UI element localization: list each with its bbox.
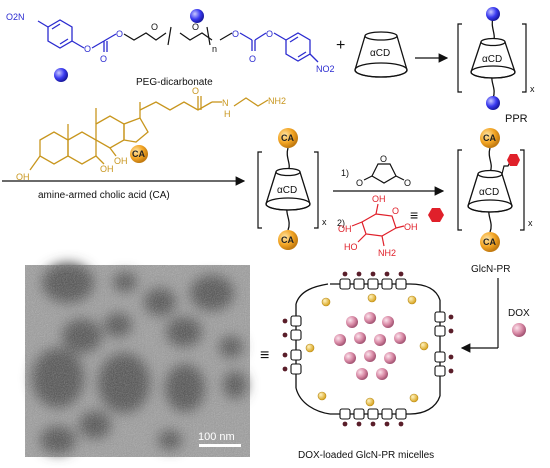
svg-text:OH: OH — [338, 224, 352, 234]
glucosamine-structure — [351, 203, 405, 247]
ppr-label: PPR — [505, 113, 528, 125]
equivalence-sign-tem: ≡ — [260, 347, 269, 364]
ca-badge-legend: CA — [130, 145, 148, 163]
dox-loading: DOX — [460, 278, 530, 353]
glcn-pendant-icon — [507, 154, 520, 166]
svg-text:NH2: NH2 — [268, 96, 286, 106]
no2-left-label: O2N — [6, 12, 25, 22]
svg-text:O: O — [356, 178, 363, 188]
svg-text:x: x — [528, 218, 533, 228]
svg-text:CA: CA — [483, 133, 496, 143]
svg-text:O: O — [404, 178, 411, 188]
peg-dicarbonate-label: PEG-dicarbonate — [136, 77, 213, 88]
svg-text:CA: CA — [132, 149, 145, 159]
alpha-cd-label: αCD — [370, 48, 390, 59]
svg-text:O: O — [232, 29, 239, 39]
svg-text:OH: OH — [372, 194, 386, 204]
svg-text:O: O — [100, 54, 107, 64]
peg-end-ball-bottom — [54, 68, 68, 82]
svg-text:NH2: NH2 — [378, 248, 396, 258]
peg-chain — [123, 26, 233, 46]
step-2-label: 2) — [337, 218, 345, 228]
glcn-pr-label: GlcN-PR — [471, 264, 510, 275]
svg-text:αCD: αCD — [482, 54, 502, 65]
peg-dicarbonate-structure — [37, 19, 117, 52]
svg-text:αCD: αCD — [277, 185, 297, 196]
svg-text:O: O — [116, 29, 123, 39]
svg-text:N: N — [222, 98, 229, 108]
svg-text:OH: OH — [100, 164, 114, 174]
ppr-end-ball-top — [486, 7, 500, 21]
svg-text:CA: CA — [281, 235, 294, 245]
svg-text:OH: OH — [404, 222, 418, 232]
svg-text:HO: HO — [344, 242, 358, 252]
svg-text:x: x — [530, 84, 535, 94]
micelle-schematic — [282, 271, 454, 427]
no2-right-label: NO2 — [316, 64, 335, 74]
peg-end-ball-top — [190, 9, 204, 23]
svg-text:O: O — [192, 86, 199, 96]
svg-text:CA: CA — [483, 237, 496, 247]
tem-micrograph: 100 nm — [25, 263, 250, 457]
peg-subscript-n: n — [212, 44, 217, 54]
svg-text:CA: CA — [281, 133, 294, 143]
reaction-reagents: 1) O O O 2) OH OH HO O OH NH2 ≡ — [333, 154, 445, 258]
equivalence-sign: ≡ — [410, 207, 418, 223]
svg-text:O: O — [192, 22, 199, 32]
alpha-cd-ring: αCD — [354, 31, 408, 78]
dox-molecule-icon — [512, 323, 526, 337]
svg-text:O: O — [249, 54, 256, 64]
cholic-acid-caption: amine-armed cholic acid (CA) — [38, 190, 170, 201]
glcn-pr-product: x αCD CA CA — [457, 128, 533, 252]
scale-bar — [199, 444, 241, 447]
svg-text:H: H — [224, 109, 231, 119]
ca-capped-rotaxane: x αCD CA CA — [257, 128, 327, 250]
svg-text:x: x — [322, 217, 327, 227]
succinic-anhydride — [363, 163, 405, 184]
svg-text:OH: OH — [114, 156, 128, 166]
svg-text:OH: OH — [16, 172, 30, 182]
scale-bar-label: 100 nm — [198, 431, 235, 443]
ppr-complex: x αCD — [457, 7, 535, 110]
dox-core — [334, 312, 406, 380]
peg-right-carbonate — [239, 32, 319, 63]
plus-sign: + — [336, 37, 345, 54]
svg-text:O: O — [266, 29, 273, 39]
cholic-acid-structure — [29, 96, 269, 171]
svg-text:αCD: αCD — [479, 187, 499, 198]
peg-atoms: O2N O O O O O n O O O NO2 — [6, 12, 335, 74]
cholic-acid-atoms: O N H NH2 OH OH OH — [16, 86, 286, 182]
glcn-hexagon-icon — [428, 208, 444, 222]
svg-text:O: O — [151, 22, 158, 32]
micelle-caption: DOX-loaded GlcN-PR micelles — [298, 450, 434, 461]
ppr-end-ball-bottom — [486, 96, 500, 110]
step-1-label: 1) — [341, 168, 349, 178]
svg-text:O: O — [380, 154, 387, 164]
svg-text:O: O — [392, 206, 399, 216]
dox-label: DOX — [508, 308, 530, 319]
svg-text:O: O — [84, 44, 91, 54]
